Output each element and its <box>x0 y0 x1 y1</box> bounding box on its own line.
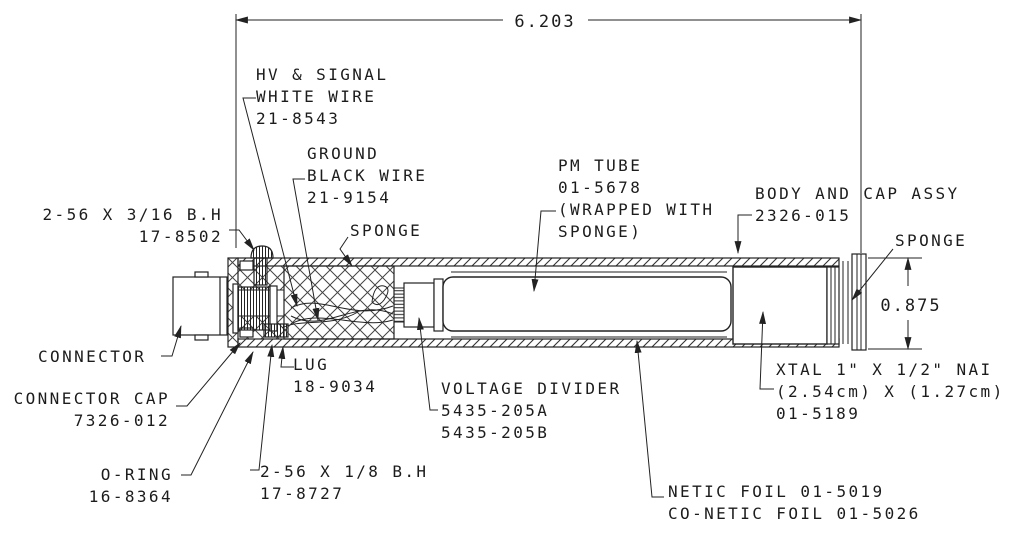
dimension-diameter: 0.875 <box>868 256 941 351</box>
label-sponge-left: SPONGE <box>350 221 423 240</box>
leader-screw-3-16 <box>229 229 255 251</box>
wire-4 <box>281 311 359 329</box>
wire-1 <box>290 302 394 312</box>
connector-body <box>172 276 228 336</box>
connector-tab-bottom <box>194 334 209 341</box>
connector-tab-top <box>194 271 209 278</box>
leader-voltage-divider <box>416 316 438 411</box>
sponge-right-lines <box>830 267 836 344</box>
leader-pm-tube <box>531 210 556 293</box>
leader-lines <box>161 97 894 498</box>
end-cap-lines <box>856 254 862 350</box>
leader-screw-1-8 <box>250 343 275 471</box>
leader-o-ring <box>181 351 254 476</box>
cap-ring-lines <box>842 261 849 344</box>
leader-sponge-right <box>851 248 894 301</box>
assembly-body <box>172 245 867 351</box>
label-screw-3-16: 2-56 X 3/16 B.H 17-8502 <box>42 205 223 246</box>
label-hv-signal-wire: HV & SIGNAL WHITE WIRE 21-8543 <box>256 65 389 128</box>
label-body-cap-assy: BODY AND CAP ASSY 2326-015 <box>755 184 960 225</box>
leader-ground <box>292 178 320 322</box>
leader-xtal <box>759 310 774 390</box>
label-ground-wire: GROUND BLACK WIRE 21-9154 <box>307 144 428 207</box>
screw-top-head <box>250 245 274 259</box>
crystal-block <box>732 266 828 345</box>
leader-hv-signal <box>242 97 298 308</box>
pm-tube-body <box>442 276 732 332</box>
leader-body-cap <box>734 214 752 255</box>
end-cap <box>851 253 867 351</box>
label-voltage-divider: VOLTAGE DIVIDER 5435-205A 5435-205B <box>441 379 622 442</box>
leader-connector-cap <box>176 342 241 407</box>
label-sponge-right: SPONGE <box>895 231 968 250</box>
label-connector-cap: CONNECTOR CAP 7326-012 <box>13 389 170 430</box>
dim-diameter-value: 0.875 <box>880 296 941 316</box>
voltage-divider-flange <box>433 278 444 332</box>
body-top-wall <box>237 257 840 267</box>
voltage-divider-ribs <box>393 287 405 323</box>
screw-top-shank <box>253 257 268 286</box>
sponge-right-strip <box>826 266 840 345</box>
label-xtal-crystal: XTAL 1" X 1/2" NAI (2.54cm) X (1.27cm) 0… <box>776 360 1005 423</box>
dim-length-value: 6.203 <box>514 12 575 32</box>
label-connector: CONNECTOR <box>38 347 147 366</box>
label-screw-1-8: 2-56 X 1/8 B.H 17-8727 <box>260 462 429 503</box>
wire-loop <box>371 285 389 306</box>
label-o-ring: O-RING 16-8364 <box>88 465 173 506</box>
leader-netic-foil <box>634 339 664 498</box>
label-pm-tube: PM TUBE 01-5678 (WRAPPED WITH SPONGE) <box>558 156 715 241</box>
label-lug: LUG 18-9034 <box>293 355 378 396</box>
sponge-block <box>283 265 395 340</box>
leader-sponge-left <box>339 236 353 267</box>
cap-notch-top <box>239 260 254 271</box>
leader-connector <box>161 324 182 357</box>
coil-left-plate <box>232 283 239 334</box>
leader-lug <box>278 345 294 368</box>
dimension-overall-length: 6.203 <box>234 12 863 253</box>
wire-3 <box>290 317 394 325</box>
label-netic-foil: NETIC FOIL 01-5019 CO-NETIC FOIL 01-5026 <box>668 482 921 523</box>
